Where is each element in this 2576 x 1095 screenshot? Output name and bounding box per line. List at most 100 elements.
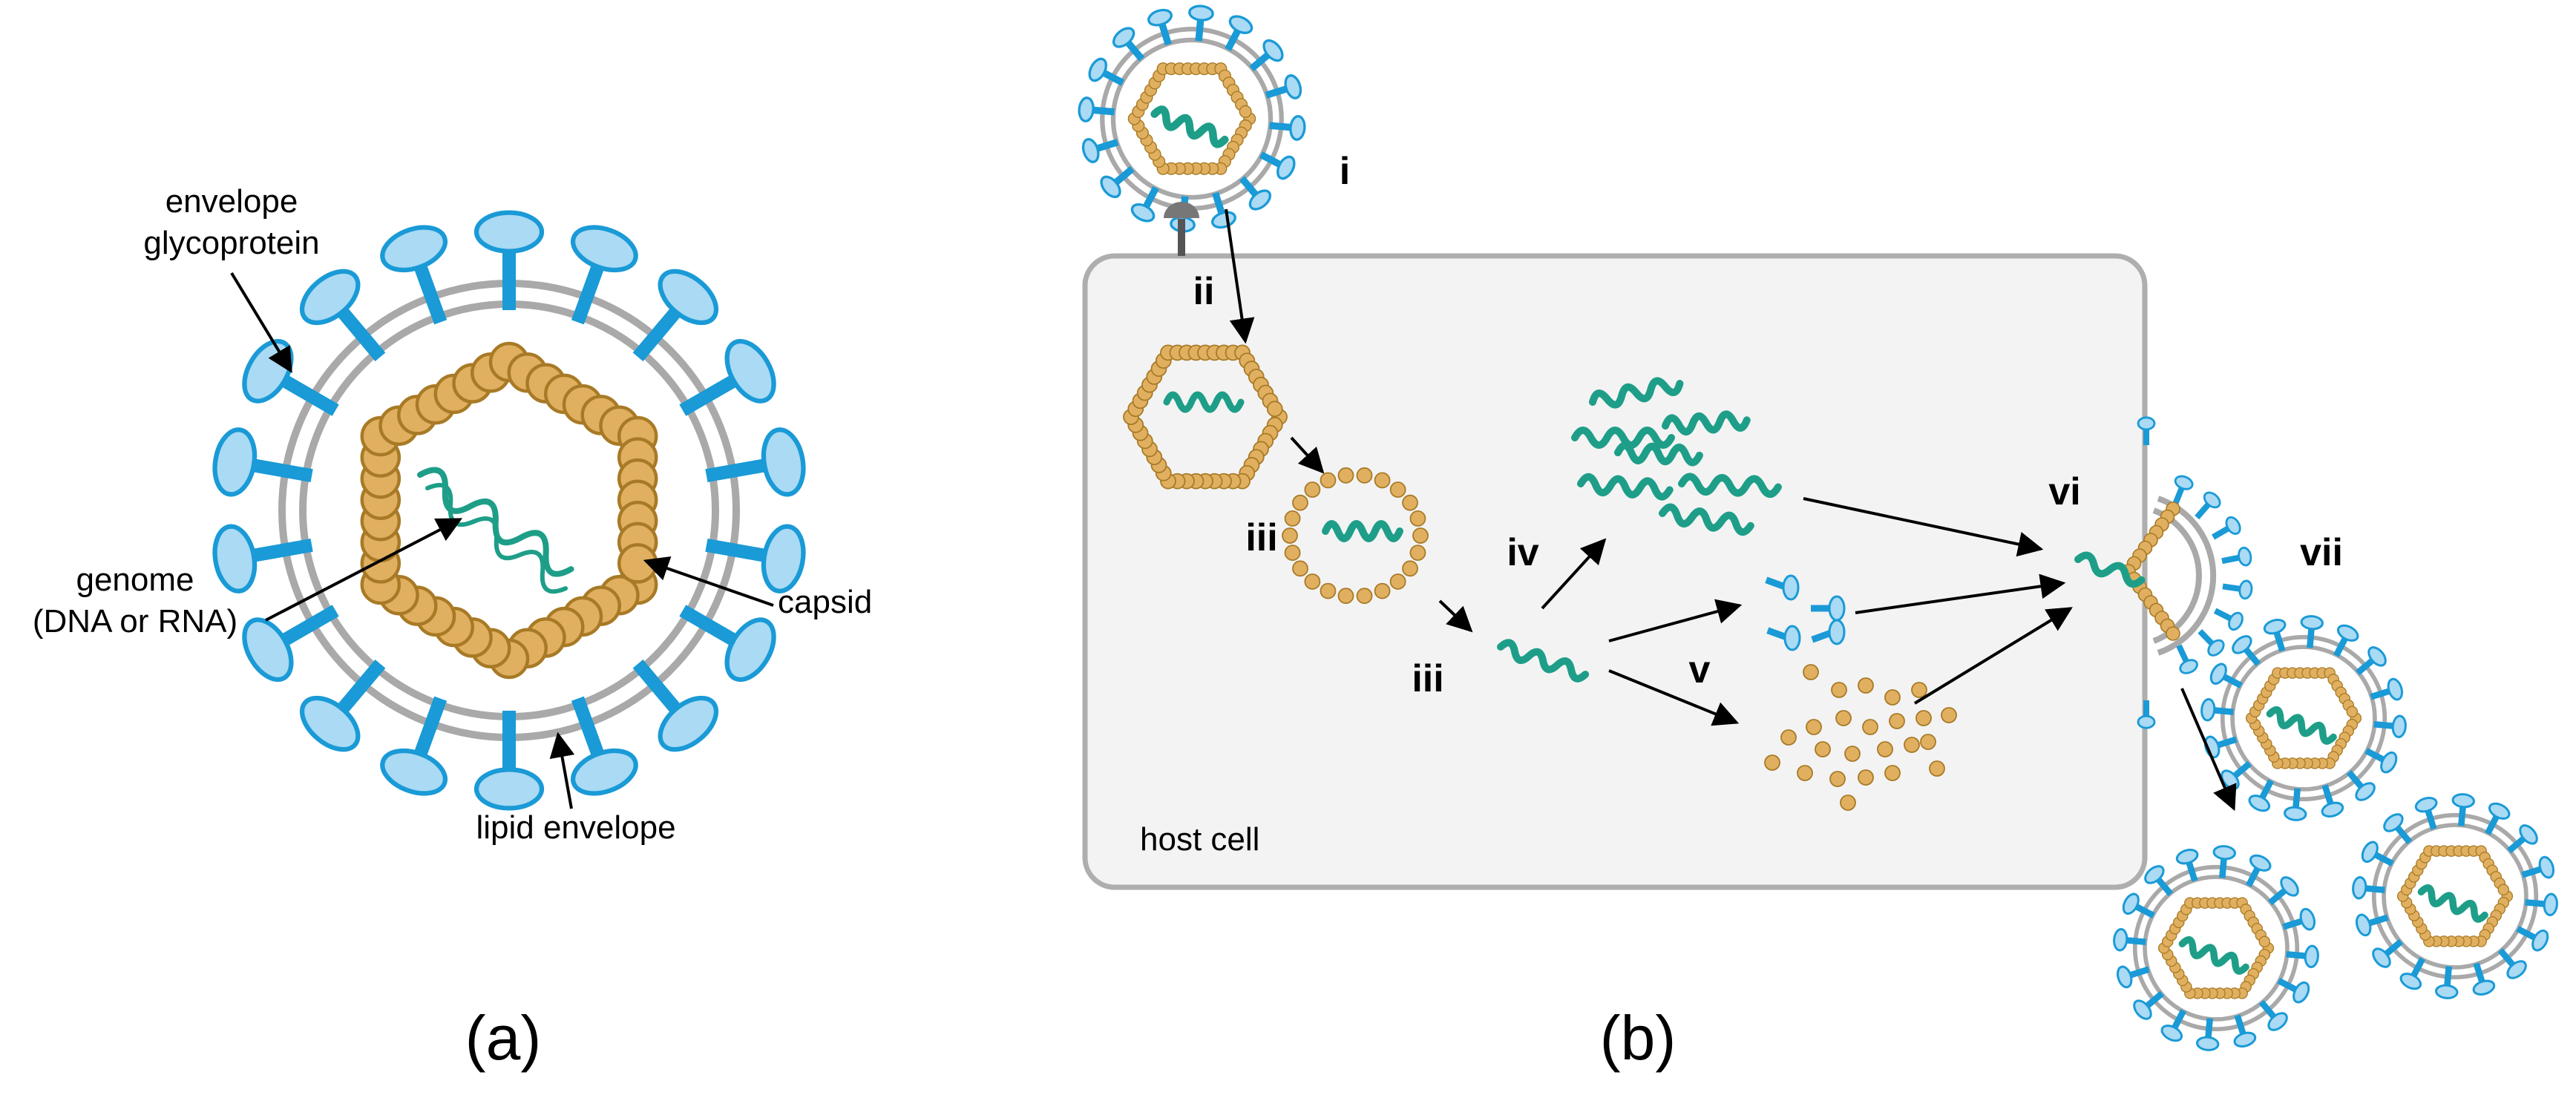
glycoprotein-stalk: [413, 263, 448, 325]
glycoprotein-stalk: [2321, 784, 2334, 806]
glycoprotein-head: [2113, 928, 2128, 952]
arrow: [549, 731, 575, 809]
glycoprotein-stalk: [1101, 69, 1125, 86]
envelope-glycoprotein: [2516, 926, 2549, 952]
capsomere: [1829, 771, 1846, 787]
glycoprotein-head: [2451, 793, 2475, 809]
glycoprotein-head: [2321, 801, 2344, 818]
genome-strand: [2266, 706, 2337, 745]
genome-strand: [1571, 427, 1675, 449]
virion-diagram-a: [212, 210, 806, 811]
envelope-glycoprotein: [2248, 779, 2274, 812]
lipid-envelope-inner: [1110, 37, 1274, 200]
glycoprotein-stalk: [279, 374, 339, 416]
glycoprotein-head: [2174, 475, 2194, 490]
glycoprotein-head: [2160, 1025, 2183, 1042]
glycoprotein-head: [2472, 979, 2496, 996]
glycoprotein-head: [1248, 189, 1272, 211]
replication-components: [1123, 344, 1957, 811]
glycoprotein-head: [1828, 595, 1846, 622]
envelope-glycoprotein: [2113, 928, 2146, 952]
envelope-glycoprotein: [2212, 516, 2241, 540]
arrow: [1913, 607, 2073, 705]
envelope-glycoprotein-label: glycoprotein: [143, 225, 319, 261]
envelope-glycoprotein: [2435, 966, 2459, 999]
envelope-glycoprotein: [2355, 913, 2389, 937]
genome-strand: [1678, 473, 1782, 499]
envelope-glycoprotein: [2198, 629, 2225, 657]
envelope-glycoprotein: [2352, 876, 2385, 900]
glycoprotein-stalk: [1092, 106, 1115, 116]
envelope-glycoprotein: [1225, 15, 1253, 52]
envelope-glycoprotein: [2284, 788, 2307, 821]
glycoprotein-stalk: [2234, 1014, 2246, 1036]
envelope-glycoprotein: [1112, 27, 1145, 62]
glycoprotein-head: [2238, 579, 2253, 600]
glycoprotein-head: [473, 767, 545, 811]
genome-label: (DNA or RNA): [33, 603, 237, 639]
envelope-glycoprotein: [2209, 662, 2243, 688]
glycoprotein-head: [2355, 913, 2372, 937]
glycoprotein-head: [2232, 635, 2252, 654]
capsomere: [1835, 710, 1852, 726]
envelope-glycoprotein: [1239, 176, 1272, 211]
glycoprotein-stalk: [2411, 957, 2425, 978]
arrow: [230, 272, 292, 373]
glycoprotein-head: [2249, 854, 2272, 872]
capsomere: [1284, 510, 1301, 527]
envelope-glycoprotein: [2263, 618, 2287, 652]
envelope-glycoprotein: [1081, 138, 1119, 163]
capsomere: [1815, 741, 1831, 757]
glycoprotein-stalk: [335, 306, 386, 361]
envelope-glycoprotein: [1100, 165, 1135, 199]
glycoprotein-stalk: [2394, 825, 2413, 844]
glycoprotein-stalk: [335, 660, 386, 715]
glycoprotein-head: [1276, 155, 1296, 180]
envelope-glycoprotein: [2364, 748, 2398, 774]
glycoprotein-stalk: [2307, 628, 2315, 648]
glycoprotein-head: [242, 338, 294, 404]
step-iii-label: iii: [1412, 657, 1443, 700]
envelope-glycoprotein: [2258, 1000, 2288, 1031]
glycoprotein-stalk: [2370, 688, 2391, 700]
glycoprotein-stalk: [2384, 938, 2403, 957]
glycoprotein-head: [1783, 625, 1801, 651]
capsomere: [1889, 713, 1905, 729]
glycoprotein-stalk: [2507, 835, 2526, 854]
envelope-glycoprotein: [2137, 416, 2156, 445]
glycoprotein-stalk: [2134, 904, 2155, 918]
envelope-glycoprotein: [705, 427, 806, 497]
glycoprotein-head: [658, 269, 719, 326]
glycoprotein-head: [1081, 138, 1100, 163]
glycoprotein-head: [2263, 618, 2287, 635]
genome-strand: [1322, 520, 1403, 542]
capsomere: [1806, 719, 1822, 735]
glycoprotein-head: [299, 695, 361, 752]
envelope-glycoprotein: [2333, 624, 2359, 657]
glycoprotein-head: [1078, 96, 1095, 122]
envelope-glycoprotein: [1269, 115, 1306, 141]
capsomere: [1858, 677, 1874, 694]
envelope-glycoprotein: [473, 711, 545, 811]
glycoprotein-stalk: [1195, 19, 1205, 42]
envelope-glycoprotein: [2286, 944, 2319, 968]
capsomere: [1282, 527, 1298, 544]
genome-strand: [1577, 473, 1674, 501]
step-iii-label: iii: [1245, 516, 1277, 559]
glycoprotein-stalk: [2172, 486, 2185, 506]
envelope-glycoprotein: [2373, 714, 2407, 738]
envelope-glycoprotein: [2525, 892, 2558, 916]
glycoprotein-stalk: [2259, 779, 2274, 800]
genome-strand: [2417, 884, 2488, 923]
capsid-label: capsid: [778, 584, 872, 620]
glycoprotein-head: [2488, 802, 2511, 820]
glycoprotein-stalk: [1124, 40, 1145, 62]
glycoprotein-stalk: [2364, 748, 2385, 763]
envelope-glycoprotein: [705, 524, 806, 593]
envelope-glycoprotein: [2321, 784, 2344, 818]
glycoprotein-stalk: [2346, 770, 2364, 789]
glycoprotein-stalk: [632, 306, 683, 361]
glycoprotein-head: [2248, 795, 2271, 812]
envelope-glycoprotein: [2200, 698, 2234, 722]
glycoprotein-stalk: [2128, 966, 2150, 979]
